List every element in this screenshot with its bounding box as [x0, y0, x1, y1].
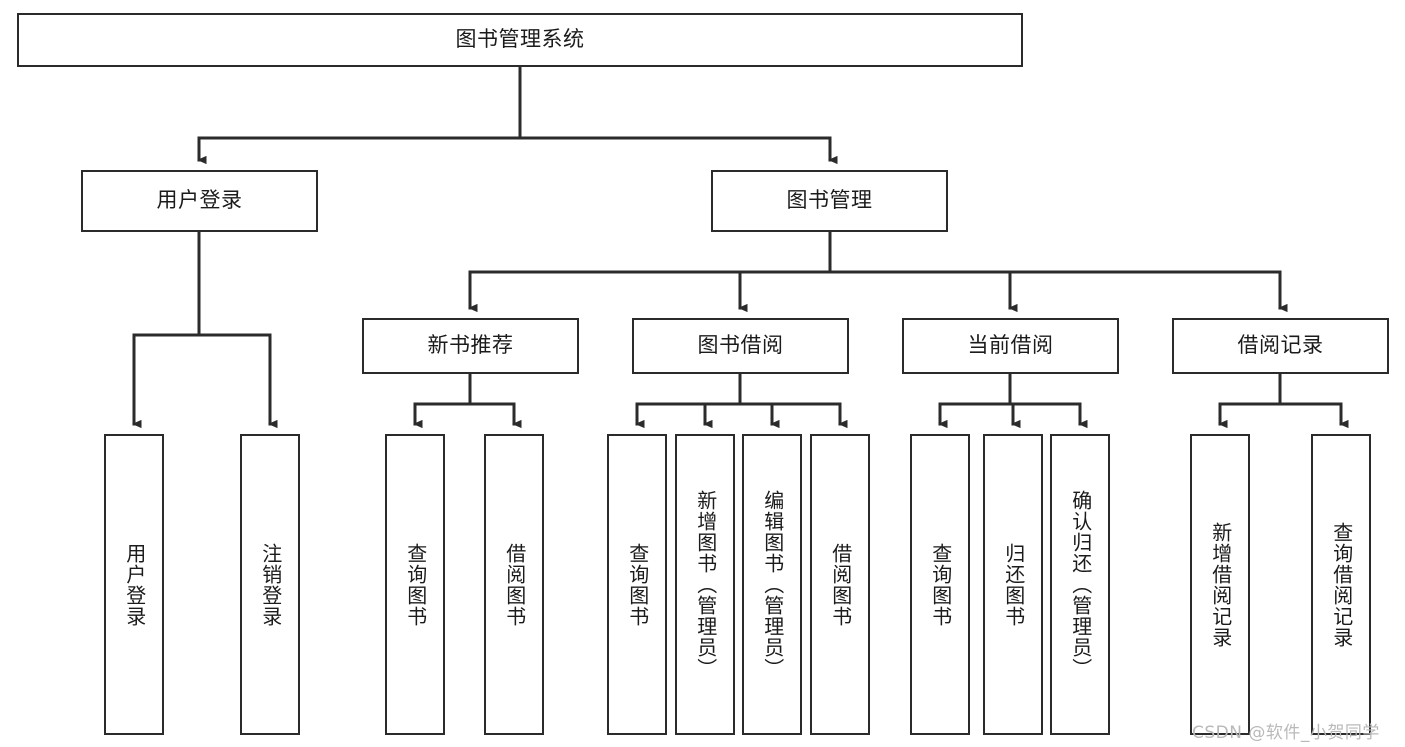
node-root-label: 图书管理系统	[455, 27, 585, 52]
node-leaf-query-book-recommend-label: 查询图书	[403, 542, 428, 627]
node-leaf-borrow-book-borrow-label: 借阅图书	[828, 542, 853, 627]
node-leaf-return-book[interactable]: 归还图书	[983, 434, 1043, 735]
node-current-borrow-label: 当前借阅	[967, 333, 1054, 358]
node-book-borrow[interactable]: 图书借阅	[632, 318, 849, 374]
node-leaf-add-book-admin[interactable]: 新增图书（管理员）	[675, 434, 735, 735]
node-leaf-logout-label: 注销登录	[258, 542, 283, 627]
node-book-borrow-label: 图书借阅	[697, 333, 784, 358]
node-leaf-borrow-book-recommend-label: 借阅图书	[502, 542, 527, 627]
node-borrow-record-label: 借阅记录	[1237, 333, 1324, 358]
node-leaf-add-borrow-record-label: 新增借阅记录	[1208, 521, 1233, 648]
node-user-login-label: 用户登录	[156, 188, 243, 213]
node-root[interactable]: 图书管理系统	[17, 13, 1023, 67]
node-leaf-confirm-return-admin-label: 确认归还（管理员）	[1068, 490, 1093, 679]
node-book-management[interactable]: 图书管理	[711, 170, 948, 232]
node-leaf-query-book-borrow[interactable]: 查询图书	[607, 434, 667, 735]
node-leaf-query-book-current-label: 查询图书	[928, 542, 953, 627]
node-leaf-query-book-recommend[interactable]: 查询图书	[385, 434, 445, 735]
node-leaf-query-book-current[interactable]: 查询图书	[910, 434, 970, 735]
node-leaf-edit-book-admin[interactable]: 编辑图书（管理员）	[742, 434, 802, 735]
node-book-management-label: 图书管理	[786, 188, 873, 213]
node-leaf-logout[interactable]: 注销登录	[240, 434, 300, 735]
node-current-borrow[interactable]: 当前借阅	[902, 318, 1119, 374]
node-leaf-return-book-label: 归还图书	[1001, 542, 1026, 627]
node-new-book-recommend-label: 新书推荐	[427, 333, 514, 358]
node-new-book-recommend[interactable]: 新书推荐	[362, 318, 579, 374]
node-borrow-record[interactable]: 借阅记录	[1172, 318, 1389, 374]
node-leaf-user-login[interactable]: 用户登录	[104, 434, 164, 735]
node-leaf-borrow-book-recommend[interactable]: 借阅图书	[484, 434, 544, 735]
node-leaf-edit-book-admin-label: 编辑图书（管理员）	[760, 490, 785, 679]
node-leaf-confirm-return-admin[interactable]: 确认归还（管理员）	[1050, 434, 1110, 735]
node-leaf-query-borrow-record[interactable]: 查询借阅记录	[1311, 434, 1371, 735]
node-leaf-user-login-label: 用户登录	[122, 542, 147, 627]
node-leaf-query-book-borrow-label: 查询图书	[625, 542, 650, 627]
node-leaf-add-borrow-record[interactable]: 新增借阅记录	[1190, 434, 1250, 735]
node-leaf-add-book-admin-label: 新增图书（管理员）	[693, 490, 718, 679]
node-leaf-query-borrow-record-label: 查询借阅记录	[1329, 521, 1354, 648]
node-leaf-borrow-book-borrow[interactable]: 借阅图书	[810, 434, 870, 735]
node-user-login[interactable]: 用户登录	[81, 170, 318, 232]
